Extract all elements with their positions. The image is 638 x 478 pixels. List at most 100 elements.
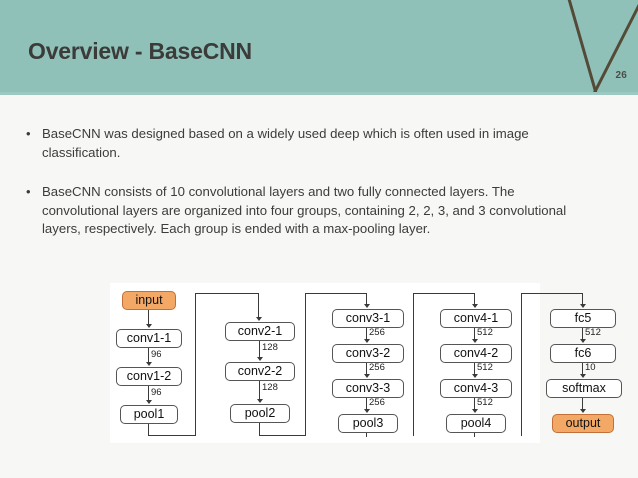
edge-label: 128 [262, 382, 278, 393]
node-input[interactable]: input [122, 291, 176, 310]
edge-line [582, 398, 584, 410]
node-softmax[interactable]: softmax [546, 379, 622, 398]
page-title: Overview - BaseCNN [28, 38, 252, 64]
edge-line [474, 398, 476, 410]
header-bottom-edge [0, 92, 638, 95]
group-connector-line [521, 293, 523, 436]
group-connector-line [582, 293, 584, 305]
edge-line [259, 381, 261, 400]
node-output[interactable]: output [552, 414, 614, 433]
edge-line [366, 433, 368, 437]
edge-label: 512 [477, 397, 493, 408]
edge-arrow [145, 362, 152, 366]
edge-arrow [471, 304, 478, 308]
edge-line [582, 328, 584, 340]
node-conv4-2[interactable]: conv4-2 [440, 344, 512, 363]
diagram-group-5: fc5 512 fc6 10 softmax output [544, 283, 629, 443]
slide-body: • BaseCNN was designed based on a widely… [0, 95, 638, 239]
group-connector-line [195, 293, 197, 436]
edge-arrow [471, 339, 478, 343]
bullet-text: BaseCNN was designed based on a widely u… [42, 126, 529, 160]
edge-label: 96 [151, 349, 162, 360]
bullet-marker: • [26, 126, 31, 141]
edge-label: 512 [477, 362, 493, 373]
edge-label: 512 [477, 327, 493, 338]
edge-arrow [145, 400, 152, 404]
edge-label: 256 [369, 327, 385, 338]
diagram-group-3: conv3-1 256 conv3-2 256 conv3-3 256 pool… [328, 283, 413, 443]
slide-number: 26 [615, 70, 627, 81]
edge-line [259, 423, 261, 436]
group-connector-line [258, 293, 260, 318]
node-pool1[interactable]: pool1 [120, 405, 178, 424]
group-connector-line [195, 293, 259, 295]
edge-arrow [363, 374, 370, 378]
edge-arrow [579, 409, 586, 413]
edge-arrow [579, 374, 586, 378]
node-conv3-2[interactable]: conv3-2 [332, 344, 404, 363]
node-pool4[interactable]: pool4 [446, 414, 506, 433]
diagram-group-1: input conv1-1 96 conv1-2 96 pool1 [110, 283, 195, 443]
edge-label: 256 [369, 397, 385, 408]
edge-line [148, 348, 150, 363]
edge-line [366, 328, 368, 340]
node-conv2-2[interactable]: conv2-2 [225, 362, 295, 381]
node-fc6[interactable]: fc6 [550, 344, 616, 363]
edge-line [474, 433, 476, 437]
edge-label: 512 [585, 327, 601, 338]
node-conv1-1[interactable]: conv1-1 [116, 329, 182, 348]
group-connector-line [474, 293, 476, 305]
diagram-group-4: conv4-1 512 conv4-2 512 conv4-3 512 pool… [436, 283, 521, 443]
bullet-text: BaseCNN consists of 10 convolutional lay… [42, 184, 567, 236]
bullet-item: • BaseCNN consists of 10 convolutional l… [22, 183, 594, 239]
edge-arrow [363, 339, 370, 343]
bullet-item: • BaseCNN was designed based on a widely… [22, 125, 594, 162]
edge-label: 256 [369, 362, 385, 373]
node-pool3[interactable]: pool3 [338, 414, 398, 433]
node-conv3-1[interactable]: conv3-1 [332, 309, 404, 328]
basecnn-architecture-diagram: input conv1-1 96 conv1-2 96 pool1 conv2-… [110, 283, 622, 443]
edge-arrow [471, 409, 478, 413]
edge-line [148, 310, 150, 325]
edge-line [474, 363, 476, 375]
edge-label: 10 [585, 362, 596, 373]
edge-arrow [256, 357, 263, 361]
edge-line [366, 363, 368, 375]
edge-line [474, 328, 476, 340]
group-connector-line [305, 293, 367, 295]
group-connector-line [413, 293, 415, 436]
chevron-stroke-right-icon [590, 0, 638, 95]
edge-label: 96 [151, 387, 162, 398]
node-conv4-1[interactable]: conv4-1 [440, 309, 512, 328]
group-connector-line [521, 293, 583, 295]
chevron-stroke-left-icon [566, 0, 600, 95]
edge-arrow [256, 399, 263, 403]
node-conv2-1[interactable]: conv2-1 [225, 322, 295, 341]
node-fc5[interactable]: fc5 [550, 309, 616, 328]
edge-arrow [579, 339, 586, 343]
bullet-marker: • [26, 184, 31, 199]
node-conv1-2[interactable]: conv1-2 [116, 367, 182, 386]
slide-header: Overview - BaseCNN 26 [0, 0, 638, 95]
node-pool2[interactable]: pool2 [230, 404, 290, 423]
edge-arrow [363, 304, 370, 308]
edge-line [259, 435, 305, 437]
edge-arrow [145, 324, 152, 328]
edge-arrow [579, 304, 586, 308]
edge-arrow [471, 374, 478, 378]
node-conv4-3[interactable]: conv4-3 [440, 379, 512, 398]
edge-line [582, 363, 584, 375]
node-conv3-3[interactable]: conv3-3 [332, 379, 404, 398]
group-connector-line [305, 293, 307, 436]
group-connector-line [413, 293, 475, 295]
edge-label: 128 [262, 342, 278, 353]
edge-line [148, 386, 150, 401]
edge-line [148, 435, 195, 437]
edge-line [366, 398, 368, 410]
edge-line [259, 341, 261, 358]
edge-arrow [363, 409, 370, 413]
edge-line [148, 424, 150, 436]
edge-arrow [255, 317, 262, 321]
group-connector-line [366, 293, 368, 305]
diagram-group-2: conv2-1 128 conv2-2 128 pool2 [220, 283, 305, 443]
